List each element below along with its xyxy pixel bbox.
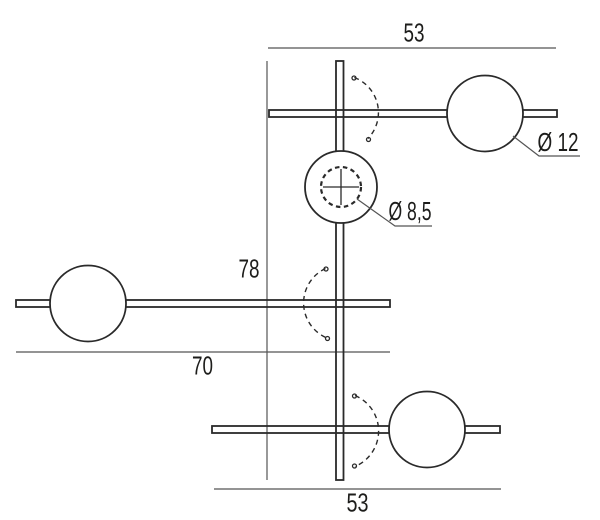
vertical-rod bbox=[335, 60, 345, 481]
bottom-arm-bar bbox=[211, 425, 501, 434]
label-top-width: 53 bbox=[404, 18, 425, 48]
left-sphere bbox=[49, 264, 127, 343]
swivel-arc-bottom-start-dot bbox=[351, 393, 358, 399]
top-sphere bbox=[446, 74, 524, 153]
leader-sphere-diameter bbox=[512, 135, 580, 157]
swivel-arc-top-start-dot bbox=[351, 75, 357, 81]
swivel-arc-top bbox=[354, 76, 380, 139]
leader-hole-diameter bbox=[356, 198, 432, 227]
middle-arm-bar bbox=[15, 299, 391, 308]
mount-hole-dashed-circle bbox=[319, 165, 363, 209]
swivel-arc-middle bbox=[302, 267, 328, 339]
label-overall-height: 78 bbox=[239, 254, 260, 284]
label-middle-arm-width: 70 bbox=[192, 351, 213, 381]
label-sphere-diameter: Ø 12 bbox=[538, 127, 579, 157]
swivel-arc-middle-end-dot bbox=[324, 335, 331, 342]
label-bottom-width: 53 bbox=[347, 488, 369, 518]
bottom-sphere bbox=[388, 390, 466, 469]
swivel-arc-bottom-end-dot bbox=[351, 463, 358, 469]
top-arm-bar bbox=[268, 109, 558, 118]
swivel-arc-top-end-dot bbox=[365, 136, 372, 143]
label-hole-diameter: Ø 8,5 bbox=[389, 196, 432, 226]
swivel-arc-bottom bbox=[354, 394, 380, 468]
swivel-arc-middle-start-dot bbox=[323, 266, 329, 272]
